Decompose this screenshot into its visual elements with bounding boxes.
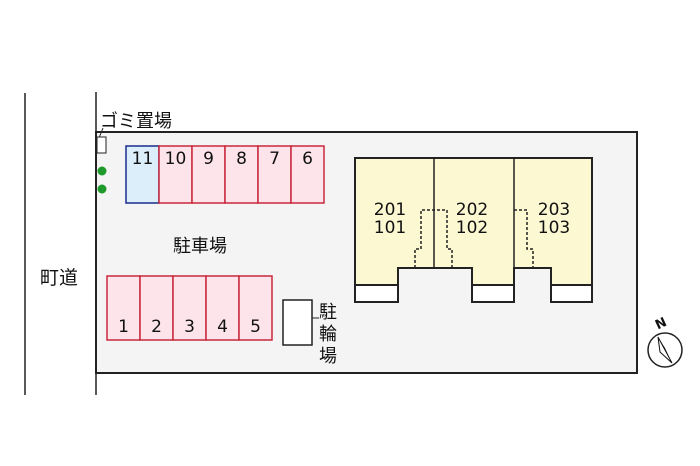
garbage-area bbox=[96, 136, 107, 154]
parking-space-8: 8 bbox=[224, 145, 259, 204]
unit-number-upper: 201 bbox=[374, 200, 406, 220]
parking-space-number: 9 bbox=[203, 149, 214, 169]
unit-number-upper: 203 bbox=[538, 200, 570, 220]
balcony bbox=[354, 284, 399, 303]
parking-space-box bbox=[125, 145, 160, 204]
parking-space-2: 2 bbox=[139, 275, 174, 341]
parking-space-10: 10 bbox=[158, 145, 193, 204]
parking-space-box bbox=[257, 145, 292, 204]
parking-space-7: 7 bbox=[257, 145, 292, 204]
parking-space-number: 4 bbox=[217, 317, 228, 337]
road-label: 町道 bbox=[40, 267, 78, 289]
parking-space-box bbox=[238, 275, 273, 341]
parking-space-1: 1 bbox=[106, 275, 141, 341]
bicycle-label-2: 輪 bbox=[319, 324, 337, 345]
parking-space-number: 5 bbox=[250, 317, 261, 337]
parking-label: 駐車場 bbox=[173, 236, 227, 257]
bicycle-label-1: 駐 bbox=[319, 302, 337, 323]
unit-number-upper: 202 bbox=[456, 200, 488, 220]
parking-space-number: 11 bbox=[132, 149, 154, 169]
tree-icon bbox=[97, 166, 107, 176]
parking-space-number: 1 bbox=[118, 317, 129, 337]
bicycle-label-3: 場 bbox=[319, 346, 337, 367]
parking-space-box bbox=[172, 275, 207, 341]
parking-row-top: 11 10 9 8 7 6 bbox=[125, 145, 325, 204]
parking-space-box bbox=[205, 275, 240, 341]
parking-space-5: 5 bbox=[238, 275, 273, 341]
garbage-label: ゴミ置場 bbox=[100, 111, 172, 132]
parking-space-box bbox=[191, 145, 226, 204]
unit-number-lower: 102 bbox=[456, 218, 488, 238]
parking-space-box bbox=[290, 145, 325, 204]
compass: N bbox=[647, 315, 683, 368]
balcony bbox=[471, 284, 515, 303]
balcony bbox=[550, 284, 593, 303]
parking-space-3: 3 bbox=[172, 275, 207, 341]
parking-space-box bbox=[106, 275, 141, 341]
parking-space-number: 3 bbox=[184, 317, 195, 337]
parking-row-bottom: 1 2 3 4 5 bbox=[106, 275, 273, 341]
parking-space-number: 7 bbox=[269, 149, 280, 169]
tree-icon bbox=[97, 184, 107, 194]
parking-space-4: 4 bbox=[205, 275, 240, 341]
bicycle-parking-area bbox=[282, 299, 313, 346]
compass-north-label: N bbox=[653, 315, 669, 333]
parking-space-6: 6 bbox=[290, 145, 325, 204]
parking-space-box bbox=[224, 145, 259, 204]
parking-space-number: 2 bbox=[151, 317, 162, 337]
stairs-outline bbox=[414, 209, 453, 268]
parking-space-number: 10 bbox=[165, 149, 187, 169]
unit-number-lower: 101 bbox=[374, 218, 406, 238]
parking-space-number: 8 bbox=[236, 149, 247, 169]
parking-space-9: 9 bbox=[191, 145, 226, 204]
parking-space-number: 6 bbox=[302, 149, 313, 169]
unit-number-lower: 103 bbox=[538, 218, 570, 238]
stairs-outline bbox=[514, 209, 534, 268]
parking-space-box bbox=[158, 145, 193, 204]
parking-space-11: 11 bbox=[125, 145, 160, 204]
garbage-leader-line bbox=[98, 127, 104, 139]
